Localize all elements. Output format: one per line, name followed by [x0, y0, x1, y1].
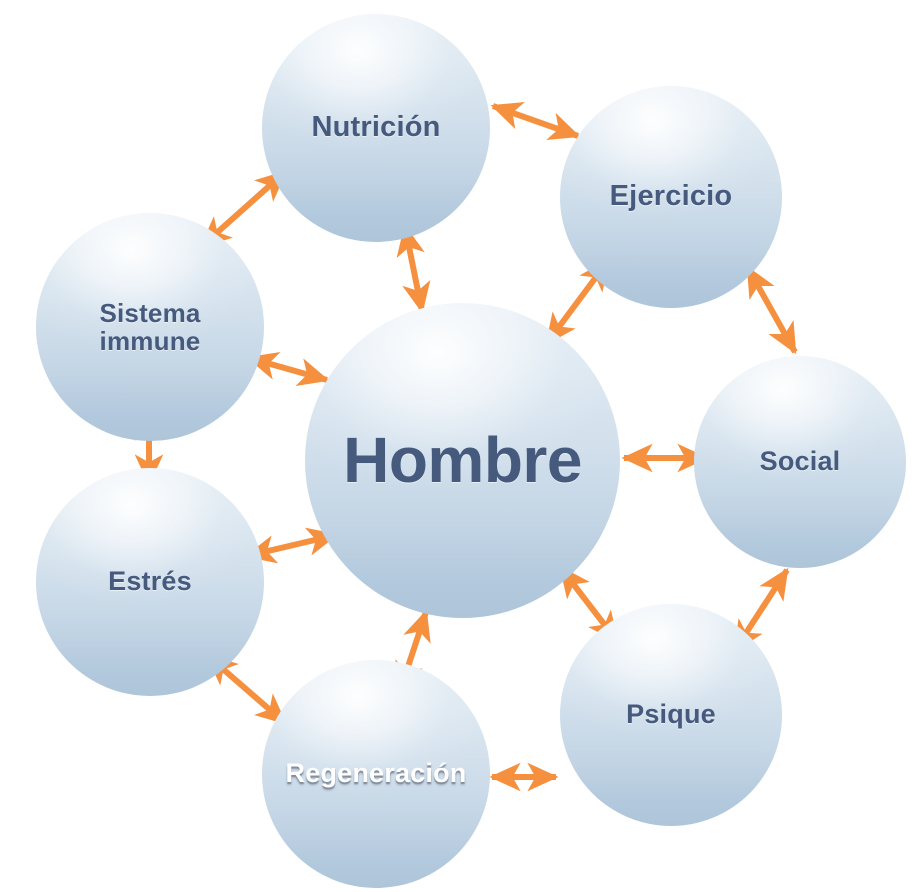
node-estres-label: Estrés	[108, 566, 192, 597]
node-psique[interactable]: Psique	[560, 604, 782, 826]
node-regeneracion[interactable]: Regeneración	[262, 660, 490, 888]
node-nutricion[interactable]: Nutrición	[262, 14, 490, 242]
node-psique-label: Psique	[626, 699, 716, 730]
connector-hombre-estres	[244, 527, 339, 564]
node-ejercicio[interactable]: Ejercicio	[560, 86, 782, 308]
node-nutricion-label: Nutrición	[311, 111, 441, 144]
node-estres[interactable]: Estrés	[36, 468, 264, 696]
node-sistema-immune[interactable]: Sistema immune	[36, 213, 264, 441]
node-ejercicio-label: Ejercicio	[609, 180, 733, 213]
connector-hombre-nutricion	[396, 224, 431, 314]
node-hombre-label: Hombre	[343, 423, 582, 496]
connector-ejercicio-social	[745, 265, 798, 355]
node-hombre[interactable]: Hombre	[305, 303, 620, 618]
node-regeneracion-label: Regeneración	[285, 758, 467, 789]
node-social[interactable]: Social	[694, 356, 906, 568]
connector-hombre-sistema	[246, 351, 330, 387]
node-sistema-immune-label: Sistema immune	[99, 297, 201, 356]
node-social-label: Social	[759, 446, 841, 477]
connector-nutricion-ejercicio	[490, 102, 581, 140]
